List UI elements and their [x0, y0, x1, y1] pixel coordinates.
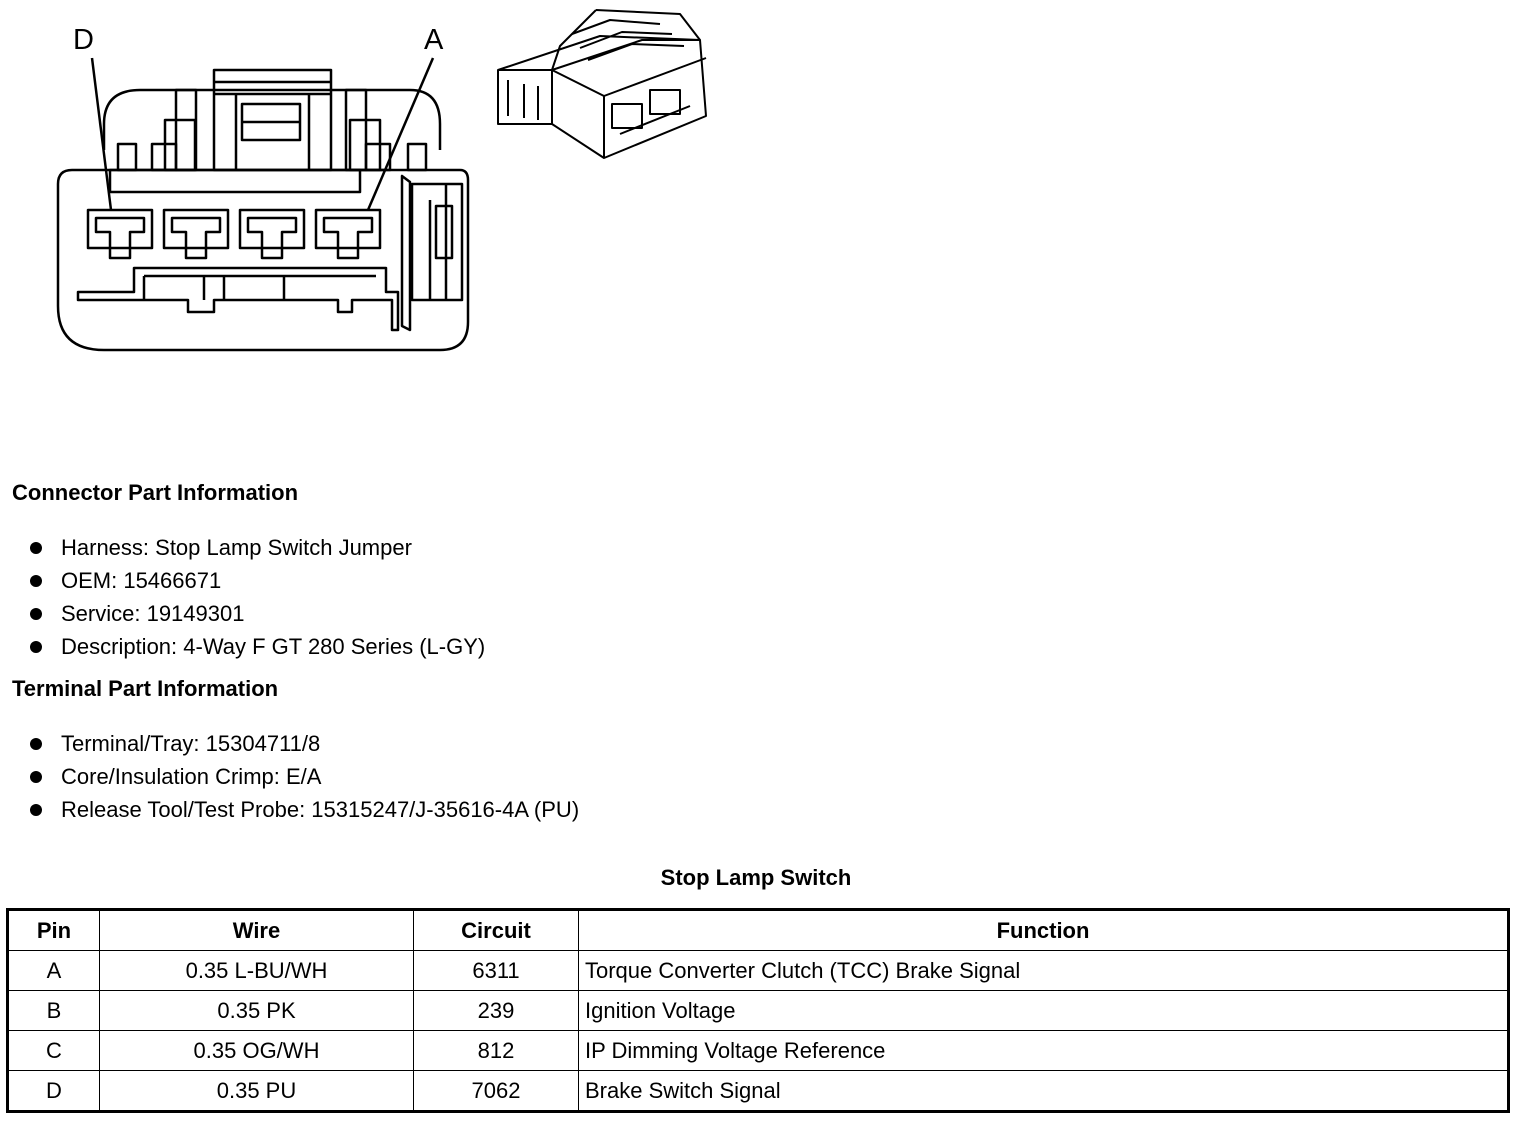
list-item: Description: 4-Way F GT 280 Series (L-GY… [28, 630, 485, 663]
connector-part-info-title: Connector Part Information [12, 480, 299, 505]
cell-function: Ignition Voltage [578, 990, 1509, 1031]
table-header-row: Pin Wire Circuit Function [7, 909, 1509, 951]
bullet-icon [30, 542, 42, 554]
list-item: Release Tool/Test Probe: 15315247/J-3561… [28, 793, 579, 826]
pin-label-a: A [424, 24, 444, 56]
list-item: Core/Insulation Crimp: E/A [28, 760, 579, 793]
cell-circuit: 6311 [413, 950, 579, 991]
terminal-part-info-list: Terminal/Tray: 15304711/8 Core/Insulatio… [28, 727, 579, 826]
terminal-cavity-b [238, 208, 306, 260]
cell-wire: 0.35 L-BU/WH [99, 950, 414, 991]
cell-pin: D [7, 1070, 100, 1112]
table-row: D 0.35 PU 7062 Brake Switch Signal [7, 1070, 1509, 1112]
cell-function: Brake Switch Signal [578, 1070, 1509, 1112]
column-header-circuit: Circuit [413, 909, 579, 951]
column-header-wire: Wire [99, 909, 414, 951]
cell-circuit: 812 [413, 1030, 579, 1071]
list-item: Service: 19149301 [28, 597, 485, 630]
connector-diagram: D A [56, 9, 707, 352]
cell-function: IP Dimming Voltage Reference [578, 1030, 1509, 1071]
cell-circuit: 7062 [413, 1070, 579, 1112]
table-row: C 0.35 OG/WH 812 IP Dimming Voltage Refe… [7, 1030, 1509, 1071]
bullet-icon [30, 738, 42, 750]
table-caption: Stop Lamp Switch [660, 865, 852, 890]
bullet-icon [30, 575, 42, 587]
leader-line-d [90, 57, 113, 211]
table-row: B 0.35 PK 239 Ignition Voltage [7, 990, 1509, 1031]
list-item: Terminal/Tray: 15304711/8 [28, 727, 579, 760]
bullet-icon [30, 641, 42, 653]
cell-circuit: 239 [413, 990, 579, 1031]
cell-wire: 0.35 PK [99, 990, 414, 1031]
connector-face [56, 68, 470, 352]
cell-pin: C [7, 1030, 100, 1071]
leader-line-a [366, 57, 435, 211]
bullet-icon [30, 804, 42, 816]
terminal-cavity-d [86, 208, 154, 260]
connector-isometric-view [497, 9, 707, 159]
pin-label-d: D [73, 24, 94, 56]
table-row: A 0.35 L-BU/WH 6311 Torque Converter Clu… [7, 950, 1509, 991]
cell-pin: A [7, 950, 100, 991]
column-header-pin: Pin [7, 909, 100, 951]
cell-function: Torque Converter Clutch (TCC) Brake Sign… [578, 950, 1509, 991]
pinout-table: Pin Wire Circuit Function A 0.35 L-BU/WH… [6, 908, 1510, 1113]
bullet-icon [30, 771, 42, 783]
connector-part-info-list: Harness: Stop Lamp Switch Jumper OEM: 15… [28, 531, 485, 663]
cell-wire: 0.35 OG/WH [99, 1030, 414, 1071]
terminal-cavity-a [314, 208, 382, 260]
bullet-icon [30, 608, 42, 620]
list-item: OEM: 15466671 [28, 564, 485, 597]
list-item: Harness: Stop Lamp Switch Jumper [28, 531, 485, 564]
terminal-cavity-c [162, 208, 230, 260]
cell-pin: B [7, 990, 100, 1031]
cell-wire: 0.35 PU [99, 1070, 414, 1112]
column-header-function: Function [578, 909, 1509, 951]
terminal-part-info-title: Terminal Part Information [12, 676, 279, 701]
